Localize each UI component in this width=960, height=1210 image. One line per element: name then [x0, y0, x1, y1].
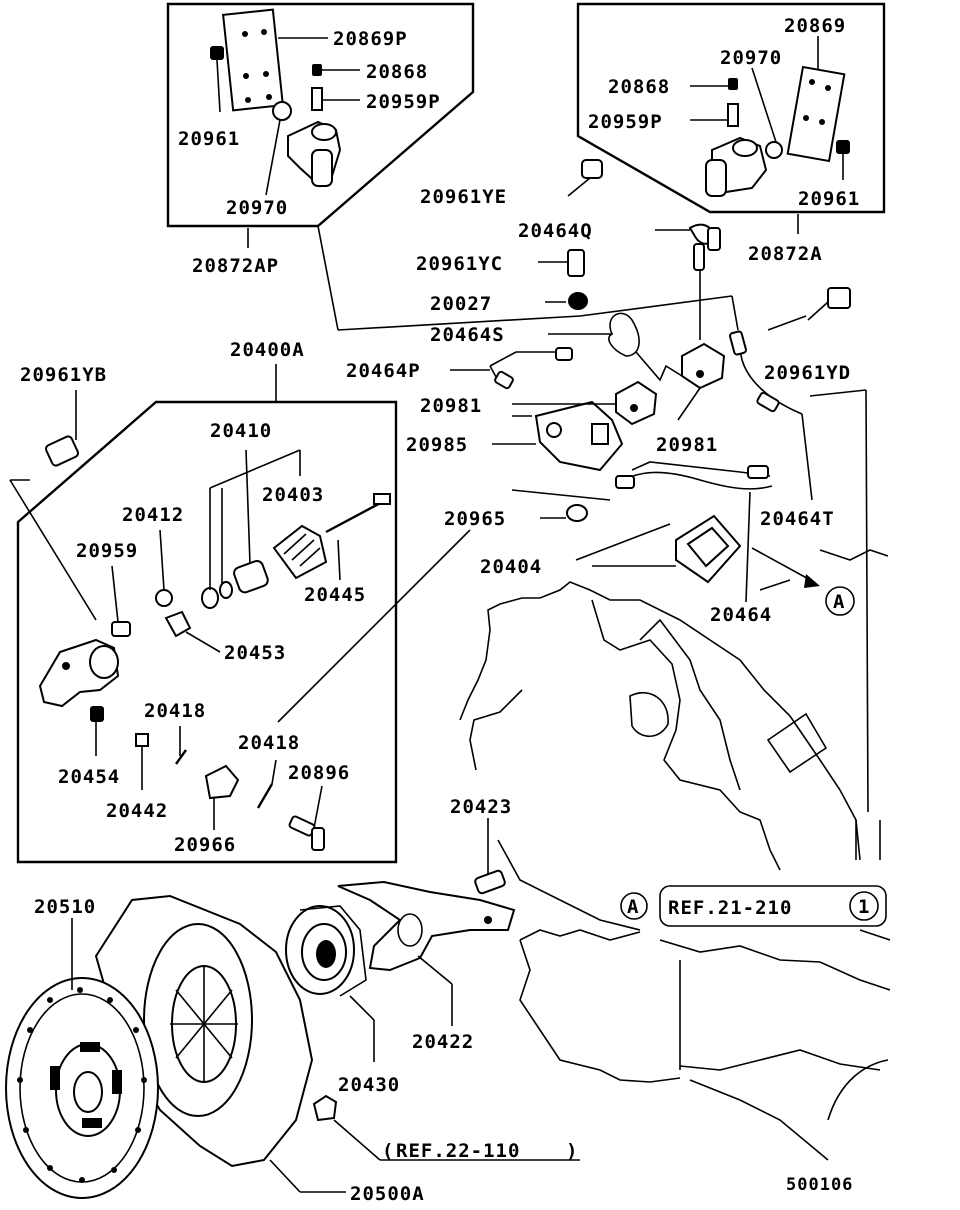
- label-20896: 20896: [288, 762, 350, 784]
- ref-21-210-circle: [849, 891, 879, 921]
- label-20959P-left: 20959P: [366, 91, 441, 113]
- label-20961YD: 20961YD: [764, 362, 851, 384]
- marker-a-top-label: A: [833, 591, 845, 613]
- label-20872AP: 20872AP: [192, 255, 279, 277]
- label-20445: 20445: [304, 584, 366, 606]
- label-20965: 20965: [444, 508, 506, 530]
- figure-number: 500106: [786, 1175, 853, 1195]
- label-20400A: 20400A: [230, 339, 305, 361]
- label-20959P-right: 20959P: [588, 111, 663, 133]
- label-20410: 20410: [210, 420, 272, 442]
- hydraulic-lines: [317, 159, 869, 813]
- label-20404: 20404: [480, 556, 542, 578]
- label-20422: 20422: [412, 1031, 474, 1053]
- label-20454: 20454: [58, 766, 120, 788]
- ref-21-210-label: REF.21-210: [668, 897, 792, 919]
- label-20423: 20423: [450, 796, 512, 818]
- label-20500A: 20500A: [350, 1183, 425, 1205]
- label-20027: 20027: [430, 293, 492, 315]
- label-20868-left: 20868: [366, 61, 428, 83]
- marker-a-top: [825, 586, 855, 616]
- label-20464: 20464: [710, 604, 772, 626]
- label-20959: 20959: [76, 540, 138, 562]
- transmission-housing: [459, 549, 891, 1161]
- label-20985: 20985: [406, 434, 468, 456]
- label-20961YE: 20961YE: [420, 186, 507, 208]
- master-cylinder-box: [9, 390, 471, 864]
- label-20970-left: 20970: [226, 197, 288, 219]
- label-20430: 20430: [338, 1074, 400, 1096]
- label-20981-a: 20981: [420, 395, 482, 417]
- label-ref-22-110-open: (: [382, 1140, 394, 1162]
- label-20464T: 20464T: [760, 508, 835, 530]
- label-20464P: 20464P: [346, 360, 421, 382]
- clutch-assembly: [5, 880, 580, 1199]
- label-20961YB: 20961YB: [20, 364, 107, 386]
- label-20464S: 20464S: [430, 324, 505, 346]
- marker-a-bottom-label: A: [627, 896, 639, 918]
- label-ref-22-110-close: ): [566, 1140, 578, 1162]
- label-20970-right: 20970: [720, 47, 782, 69]
- ref-21-210-box: [659, 885, 887, 927]
- label-20453: 20453: [224, 642, 286, 664]
- label-ref-22-110: REF.22-110: [396, 1140, 520, 1162]
- inset-box-right: [576, 2, 886, 214]
- label-20510: 20510: [34, 896, 96, 918]
- label-20442: 20442: [106, 800, 168, 822]
- label-20403: 20403: [262, 484, 324, 506]
- label-20872A: 20872A: [748, 243, 823, 265]
- label-20412: 20412: [122, 504, 184, 526]
- label-20869P: 20869P: [333, 28, 408, 50]
- label-20961-right: 20961: [798, 188, 860, 210]
- label-20869: 20869: [784, 15, 846, 37]
- inset-box-left: [166, 2, 475, 228]
- label-20418-a: 20418: [144, 700, 206, 722]
- label-20961YC: 20961YC: [416, 253, 503, 275]
- marker-a-bottom: [620, 892, 648, 920]
- ref-21-210-number: 1: [858, 896, 870, 918]
- label-20981-b: 20981: [656, 434, 718, 456]
- label-20418-b: 20418: [238, 732, 300, 754]
- label-20464Q: 20464Q: [518, 220, 593, 242]
- label-20868-right: 20868: [608, 76, 670, 98]
- label-20961-left: 20961: [178, 128, 240, 150]
- label-20966: 20966: [174, 834, 236, 856]
